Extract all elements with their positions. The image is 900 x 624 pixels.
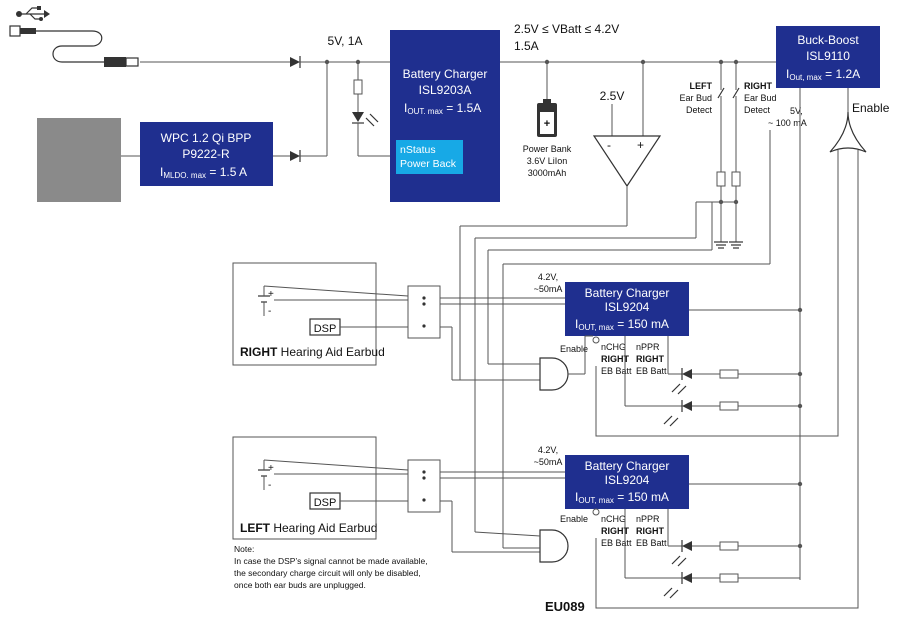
buck-boost-current: IOut, max = 1.2A <box>786 67 860 82</box>
svg-text:-: - <box>607 138 611 152</box>
diode-wpc <box>290 151 300 161</box>
svg-text:-: - <box>268 480 271 491</box>
right-output-label-1: 4.2V, <box>538 272 558 282</box>
right-nchg-3: EB Batt <box>601 366 632 376</box>
power-bank-label-3: 3000mAh <box>528 168 567 178</box>
left-charger-title: Battery Charger <box>585 459 670 473</box>
power-bank-label-1: Power Bank <box>523 144 572 154</box>
right-enable-label: Enable <box>560 344 588 354</box>
left-output-label-1: 4.2V, <box>538 445 558 455</box>
left-earbud-battery-icon: + - <box>258 460 274 491</box>
svg-text:+: + <box>268 463 274 474</box>
main-charger-part: ISL9203A <box>419 83 472 97</box>
left-nchg-led <box>682 573 692 583</box>
left-enable-label: Enable <box>560 514 588 524</box>
left-earbud-label: LEFT Hearing Aid Earbud <box>240 521 377 535</box>
left-nchg-2: RIGHT <box>601 526 630 536</box>
svg-text:+: + <box>637 138 644 152</box>
right-output-label-2: ~50mA <box>534 284 563 294</box>
left-nppr-led <box>682 541 692 551</box>
right-charger-title: Battery Charger <box>585 286 670 300</box>
note-line-1: In case the DSP’s signal cannot be made … <box>234 556 428 566</box>
left-nchg-1: nCHG <box>601 514 626 524</box>
left-nppr-2: RIGHT <box>636 526 665 536</box>
wireless-charging-pad <box>37 118 121 202</box>
buck-boost-block <box>776 26 880 88</box>
note-line-3: once both ear buds are unplugged. <box>234 580 366 590</box>
left-charger-part: ISL9204 <box>605 473 650 487</box>
left-connector <box>407 459 441 513</box>
main-charger-title: Battery Charger <box>403 67 488 81</box>
vbatt-current-label: 1.5A <box>514 39 539 53</box>
figure-id: EU089 <box>545 599 585 614</box>
power-bank-label-2: 3.6V LiIon <box>527 156 568 166</box>
right-nppr-2: RIGHT <box>636 354 665 364</box>
right-nppr-3: EB Batt <box>636 366 667 376</box>
boost-output-label-1: 5V, <box>790 106 803 116</box>
right-nppr-1: nPPR <box>636 342 660 352</box>
left-detect-label-1: LEFT <box>690 81 713 91</box>
right-nchg-2: RIGHT <box>601 354 630 364</box>
power-bank-battery-icon: + <box>537 99 557 137</box>
left-earbud-box <box>232 436 377 540</box>
buck-boost-title: Buck-Boost <box>797 33 859 47</box>
left-nchg-3: EB Batt <box>601 538 632 548</box>
status-output-box <box>396 140 463 174</box>
usb-icon <box>16 6 50 21</box>
status-label-1: nStatus <box>400 144 436 156</box>
svg-text:+: + <box>544 118 550 130</box>
right-charger-block <box>565 282 689 336</box>
right-nchg-led <box>682 401 692 411</box>
right-earbud-battery-icon: + - <box>258 286 274 317</box>
right-earbud-box <box>232 262 377 366</box>
status-led <box>352 112 364 122</box>
svg-text:-: - <box>268 306 271 317</box>
right-earbud-label: RIGHT Hearing Aid Earbud <box>240 345 385 359</box>
vbatt-range-label: 2.5V ≤ VBatt ≤ 4.2V <box>514 22 619 36</box>
main-charger-current: IOUT. max = 1.5A <box>404 101 481 116</box>
left-charger-block <box>565 455 689 509</box>
ground-symbols <box>714 241 743 249</box>
wpc-receiver-block <box>140 122 273 186</box>
or-gate <box>829 111 867 153</box>
right-charger-current: IOUT, max = 150 mA <box>575 317 669 332</box>
input-voltage-label: 5V, 1A <box>328 34 363 48</box>
main-charger-block <box>390 30 500 202</box>
left-nppr-3: EB Batt <box>636 538 667 548</box>
left-detect-label-3: Detect <box>686 105 713 115</box>
left-charger-current: IOUT, max = 150 mA <box>575 490 669 505</box>
comparator <box>592 135 662 188</box>
and-gate-left <box>539 529 569 563</box>
right-charger-part: ISL9204 <box>605 300 650 314</box>
left-detect-label-2: Ear Bud <box>679 93 712 103</box>
and-gate-right <box>539 357 569 391</box>
status-label-2: Power Back <box>400 158 457 170</box>
left-output-label-2: ~50mA <box>534 457 563 467</box>
note-title: Note: <box>234 544 254 554</box>
buck-boost-part: ISL9110 <box>806 49 850 63</box>
right-connector <box>407 285 441 339</box>
right-detect-label-3: Detect <box>744 105 771 115</box>
enable-label: Enable <box>852 101 890 115</box>
wpc-current: IMLDO. max = 1.5 A <box>160 165 247 180</box>
right-nppr-led <box>682 369 692 379</box>
note-line-2: the secondary charge circuit will only b… <box>234 568 421 578</box>
reference-voltage-label: 2.5V <box>600 89 625 103</box>
svg-text:+: + <box>268 289 274 300</box>
left-dsp-label: DSP <box>314 497 337 509</box>
diode-usb <box>290 57 300 67</box>
right-nchg-1: nCHG <box>601 342 626 352</box>
left-nppr-1: nPPR <box>636 514 660 524</box>
usb-cable-icon <box>9 25 139 67</box>
wpc-title: WPC 1.2 Qi BPP <box>161 131 252 145</box>
boost-output-label-2: ~ 100 mA <box>768 118 807 128</box>
right-detect-label-2: Ear Bud <box>744 93 777 103</box>
right-detect-label-1: RIGHT <box>744 81 773 91</box>
right-dsp-label: DSP <box>314 323 337 335</box>
wpc-part: P9222-R <box>182 147 230 161</box>
